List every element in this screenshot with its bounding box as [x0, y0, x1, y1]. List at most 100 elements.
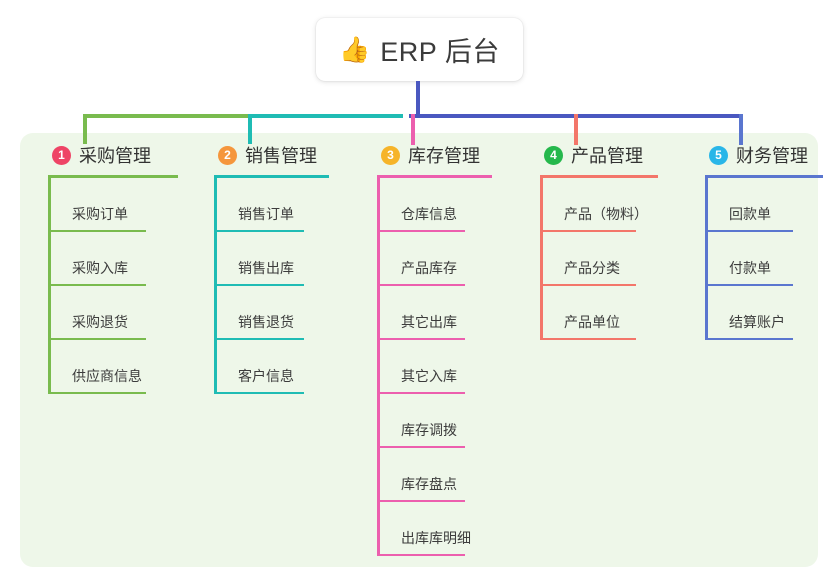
leaf-label: 库存盘点 [401, 476, 457, 492]
branch-spine [540, 178, 543, 340]
leaf-item[interactable]: 出库库明细 [377, 502, 471, 556]
leaf-item[interactable]: 产品（物料） [540, 178, 648, 232]
branch-stub-2 [248, 114, 252, 144]
branch-stub-1 [83, 114, 87, 144]
branch-title: 产品管理 [571, 146, 643, 166]
leaf-underline [377, 338, 465, 340]
leaf-label: 采购订单 [72, 206, 128, 222]
branch-number-badge: 3 [381, 145, 400, 165]
leaf-label: 回款单 [729, 206, 771, 222]
leaf-label: 产品（物料） [564, 206, 648, 222]
leaf-underline [48, 338, 146, 340]
leaf-label: 供应商信息 [72, 368, 142, 384]
leaf-underline [540, 230, 636, 232]
leaf-underline [377, 446, 465, 448]
branch-header-1[interactable]: 1 采购管理 [34, 142, 178, 178]
thumbs-up-icon: 👍 [339, 35, 371, 64]
leaf-label: 产品库存 [401, 260, 457, 276]
leaf-item[interactable]: 供应商信息 [48, 340, 146, 394]
leaf-label: 其它出库 [401, 314, 457, 330]
leaf-item[interactable]: 库存调拨 [377, 394, 465, 448]
leaf-item[interactable]: 采购订单 [48, 178, 146, 232]
leaf-label: 销售出库 [238, 260, 294, 276]
branch-header-underline [377, 175, 492, 178]
branch-column-3: 3 库存管理仓库信息产品库存其它出库其它入库库存调拨库存盘点出库库明细 [363, 142, 492, 556]
leaf-item[interactable]: 销售出库 [214, 232, 304, 286]
branch-number-badge: 5 [709, 145, 728, 165]
branch-number-badge: 1 [52, 145, 71, 165]
branch-title: 销售管理 [245, 146, 317, 166]
leaf-underline [705, 284, 793, 286]
leaf-item[interactable]: 销售退货 [214, 286, 304, 340]
branch-header-2[interactable]: 2 销售管理 [200, 142, 329, 178]
bus-end-drop [739, 114, 743, 145]
leaf-label: 采购退货 [72, 314, 128, 330]
bus-segment-2 [248, 114, 403, 118]
leaf-underline [214, 230, 304, 232]
leaf-label: 产品分类 [564, 260, 620, 276]
bus-segment-1 [83, 114, 248, 118]
leaf-underline [48, 284, 146, 286]
leaf-item[interactable]: 回款单 [705, 178, 793, 232]
leaf-item[interactable]: 产品单位 [540, 286, 636, 340]
leaf-underline [48, 230, 146, 232]
leaf-item[interactable]: 库存盘点 [377, 448, 465, 502]
leaf-underline [705, 338, 793, 340]
leaf-label: 其它入库 [401, 368, 457, 384]
leaf-item[interactable]: 销售订单 [214, 178, 304, 232]
branch-header-3[interactable]: 3 库存管理 [363, 142, 492, 178]
diagram-panel [20, 133, 818, 567]
leaf-label: 采购入库 [72, 260, 128, 276]
branch-column-1: 1 采购管理采购订单采购入库采购退货供应商信息 [34, 142, 178, 394]
branch-stub-3 [411, 114, 415, 145]
leaf-item[interactable]: 付款单 [705, 232, 793, 286]
leaf-item[interactable]: 采购退货 [48, 286, 146, 340]
branch-spine [214, 178, 217, 394]
branch-column-4: 4 产品管理产品（物料） 产品分类产品单位 [526, 142, 658, 340]
leaf-underline [377, 392, 465, 394]
leaf-item[interactable]: 其它出库 [377, 286, 465, 340]
branch-header-underline [214, 175, 329, 178]
branch-column-2: 2 销售管理销售订单销售出库销售退货客户信息 [200, 142, 329, 394]
branch-title: 库存管理 [408, 146, 480, 166]
branch-spine [705, 178, 708, 340]
leaf-underline [214, 338, 304, 340]
leaf-item[interactable]: 客户信息 [214, 340, 304, 394]
leaf-item[interactable]: 产品库存 [377, 232, 465, 286]
leaf-underline [377, 554, 465, 556]
leaf-item[interactable]: 产品分类 [540, 232, 636, 286]
leaf-label: 出库库明细 [401, 530, 471, 546]
leaf-item[interactable]: 采购入库 [48, 232, 146, 286]
leaf-underline [48, 392, 146, 394]
leaf-item[interactable]: 结算账户 [705, 286, 793, 340]
branch-header-underline [540, 175, 658, 178]
root-title: ERP 后台 [380, 37, 500, 67]
leaf-label: 客户信息 [238, 368, 294, 384]
branch-header-5[interactable]: 5 财务管理 [691, 142, 823, 178]
leaf-underline [540, 338, 636, 340]
branch-header-underline [705, 175, 823, 178]
leaf-underline [377, 284, 465, 286]
leaf-label: 仓库信息 [401, 206, 457, 222]
root-trunk-line [416, 81, 420, 118]
branch-header-4[interactable]: 4 产品管理 [526, 142, 658, 178]
leaf-label: 销售退货 [238, 314, 294, 330]
leaf-underline [540, 284, 636, 286]
branch-title: 财务管理 [736, 146, 808, 166]
root-node[interactable]: 👍 ERP 后台 [316, 18, 523, 81]
leaf-underline [377, 230, 465, 232]
leaf-underline [214, 392, 304, 394]
branch-title: 采购管理 [79, 146, 151, 166]
leaf-underline [214, 284, 304, 286]
leaf-item[interactable]: 其它入库 [377, 340, 465, 394]
leaf-underline [377, 500, 465, 502]
branch-number-badge: 2 [218, 145, 237, 165]
branch-spine [377, 178, 380, 556]
leaf-label: 库存调拨 [401, 422, 457, 438]
branch-stub-4 [574, 114, 578, 145]
branch-number-badge: 4 [544, 145, 563, 165]
leaf-label: 销售订单 [238, 206, 294, 222]
leaf-item[interactable]: 仓库信息 [377, 178, 465, 232]
leaf-label: 产品单位 [564, 314, 620, 330]
